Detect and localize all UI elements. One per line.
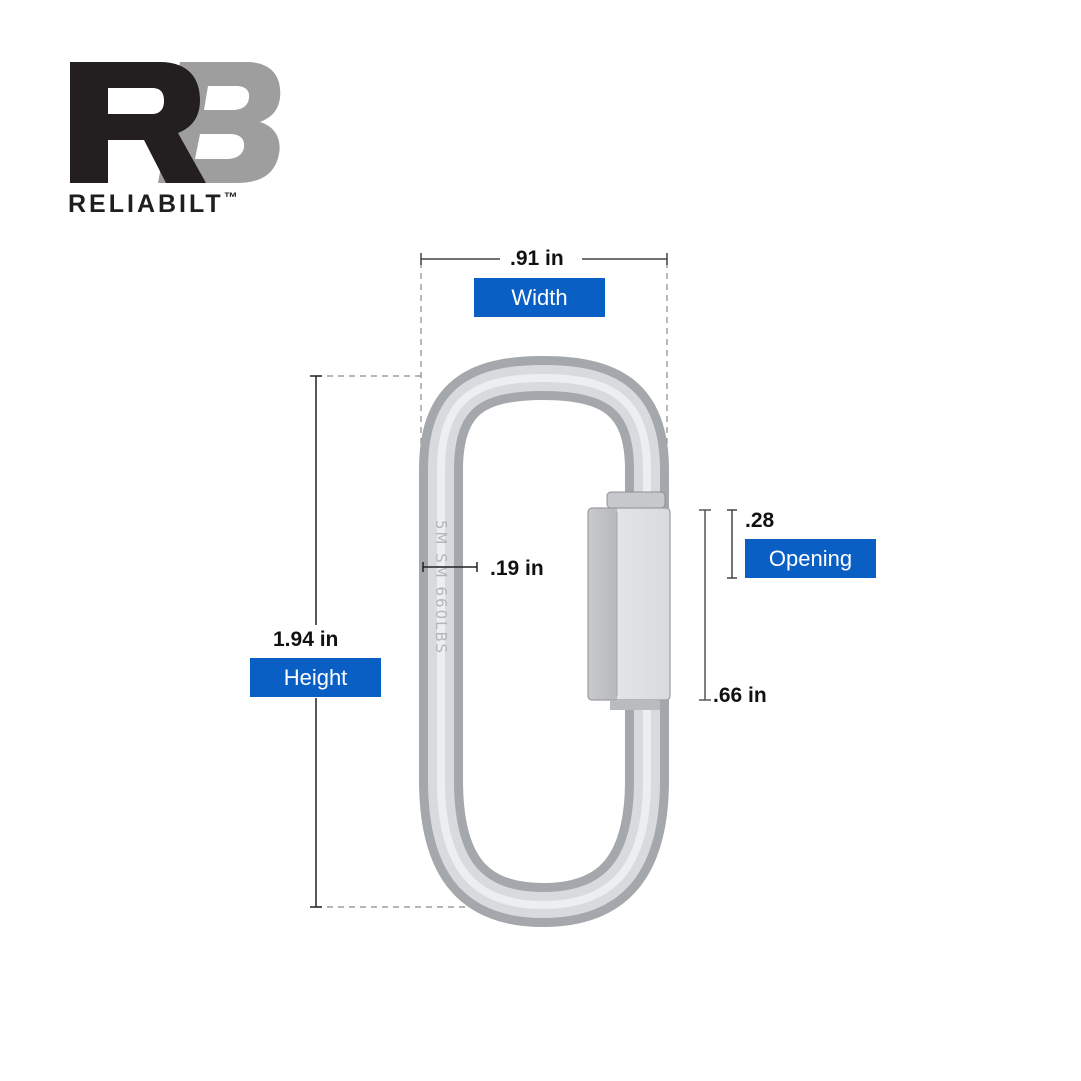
height-value: 1.94 in [273,628,339,651]
width-label: Width [474,278,605,317]
opening-label: Opening [745,539,876,578]
brand-logo [68,60,288,185]
nut-dimension-line [699,509,711,701]
wire-thickness-value: .19 in [490,557,544,580]
width-dimension-line [420,253,668,265]
hex-nut [587,507,671,701]
brand-wordmark: RELIABILT [68,190,224,218]
width-value: .91 in [510,247,564,270]
trademark-symbol: ™ [223,189,238,205]
rb-monogram-icon [70,62,281,183]
wire-dimension-line [422,562,478,572]
quick-link-image: 5M SM 660LBS [419,355,671,928]
height-dimension-line [310,375,322,908]
brand-name: RELIABILT™ [68,189,238,218]
opening-value: .28 [745,509,775,532]
nut-length-value: .66 in [713,684,767,707]
engraving-text: 5M SM 660LBS [432,520,450,655]
opening-dimension-line [727,509,737,579]
height-label: Height [250,658,381,697]
